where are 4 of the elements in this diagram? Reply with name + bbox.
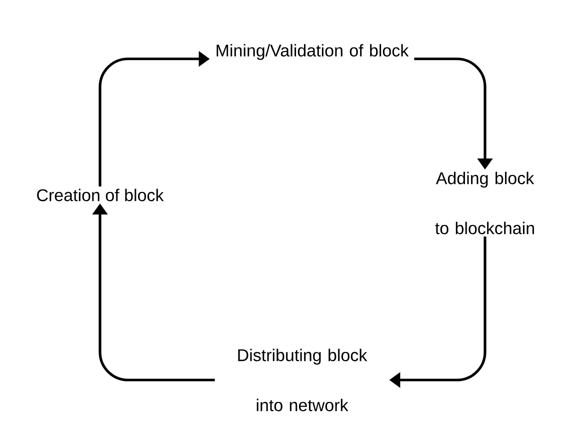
step-label: Adding block to blockchain <box>435 172 534 234</box>
step-label: Creation of block <box>37 188 164 202</box>
step-label: Mining/Validation of block <box>216 44 409 60</box>
step-label: Distributing block into network <box>238 348 368 412</box>
